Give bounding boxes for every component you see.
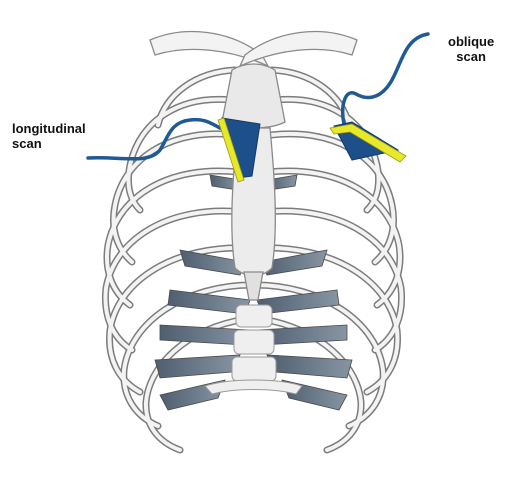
manubrium (222, 64, 285, 128)
label-longitudinal-line1: longitudinal (12, 121, 86, 136)
probe-cable-right (343, 34, 428, 124)
label-oblique-scan: oblique scan (448, 34, 494, 64)
xiphoid-process (244, 272, 263, 300)
label-longitudinal-line2: scan (12, 136, 86, 151)
spine (205, 305, 302, 394)
label-longitudinal-scan: longitudinal scan (12, 121, 86, 151)
label-oblique-line1: oblique (448, 34, 494, 49)
label-oblique-line2: scan (448, 49, 494, 64)
